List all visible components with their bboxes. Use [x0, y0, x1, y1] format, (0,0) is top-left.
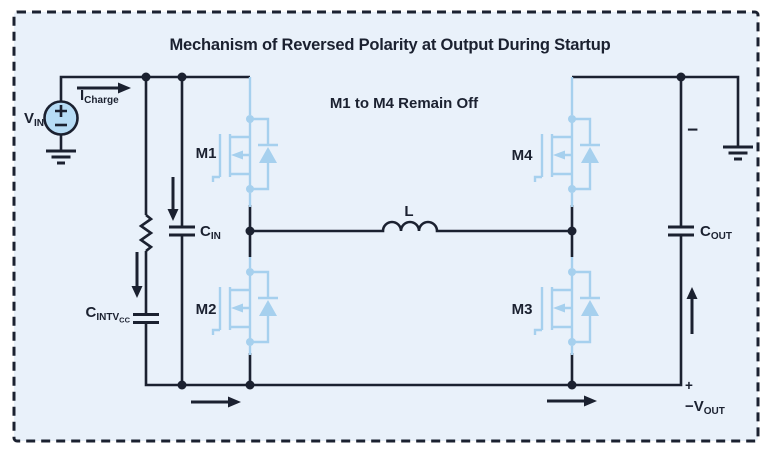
m4-label: M4 [512, 147, 533, 164]
capacitor-cintvcc-icon [133, 313, 159, 324]
diagram-title: Mechanism of Reversed Polarity at Output… [170, 36, 611, 54]
plus-icon [55, 105, 67, 117]
wire-bottom-rail [144, 236, 683, 387]
cin-label: CIN [200, 223, 221, 242]
wire-top-right-rail [572, 75, 740, 146]
inductor-label: L [404, 203, 413, 220]
diagram-note: M1 to M4 Remain Off [330, 95, 479, 112]
cintvcc-label: CINTVCC [86, 304, 131, 325]
capacitor-cout-icon [668, 225, 694, 237]
output-minus-label: − [687, 120, 698, 141]
inductor-icon [250, 220, 572, 233]
junction-dots [141, 72, 686, 390]
m3-label: M3 [512, 301, 533, 318]
vin-label: VIN [24, 110, 44, 129]
vout-label: −VOUT [685, 398, 725, 417]
resistor-icon [138, 213, 154, 253]
current-arrows [77, 82, 698, 408]
output-plus-label: + [685, 378, 693, 393]
wire-top-left-rail [59, 75, 250, 102]
m2-label: M2 [196, 301, 217, 318]
mosfet-leads [248, 77, 574, 355]
cout-label: COUT [700, 223, 732, 242]
m1-label: M1 [196, 145, 217, 162]
capacitor-cin-icon [169, 225, 195, 237]
icharge-label: ICharge [80, 87, 119, 106]
vin-source [43, 100, 79, 136]
